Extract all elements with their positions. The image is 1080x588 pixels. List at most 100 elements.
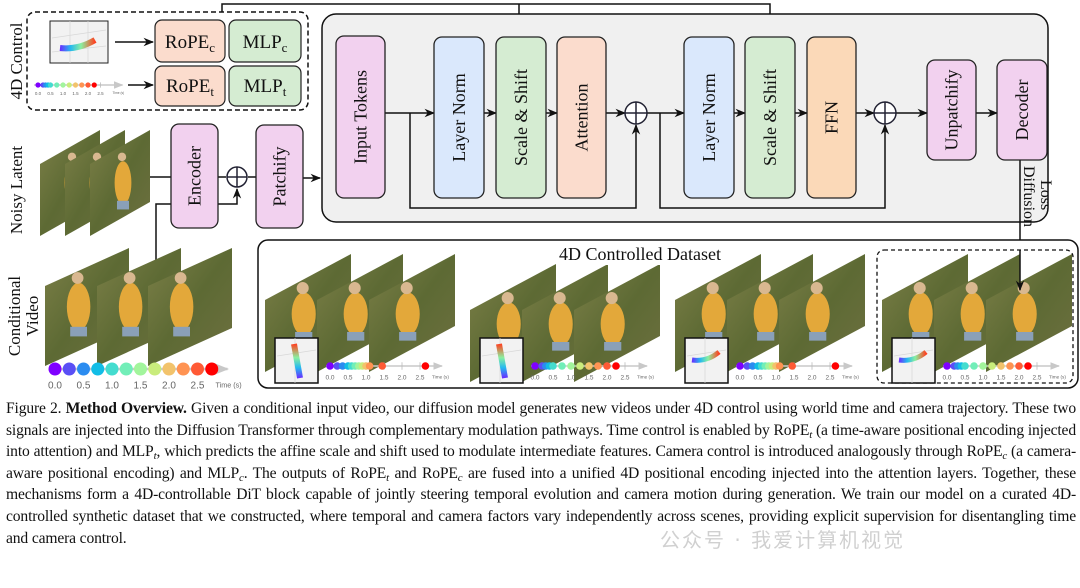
rope-c-block: RoPEc — [154, 19, 226, 63]
tick-label: 2.5 — [191, 381, 205, 392]
tick-label: 0.0 — [942, 374, 951, 381]
decoder-block: Decoder — [996, 59, 1048, 161]
time-point — [378, 362, 387, 370]
tick-label: 2.0 — [85, 91, 92, 96]
tick-label: 2.0 — [162, 381, 176, 392]
time-point — [603, 362, 611, 370]
layer-norm-block: Layer Norm — [433, 36, 485, 199]
tick-label: 0.5 — [343, 374, 352, 381]
time-point — [35, 82, 41, 88]
caption-text: , which predicts the affine scale and sh… — [156, 443, 967, 461]
tick-label: 2.5 — [415, 374, 424, 381]
video-frame — [574, 264, 660, 382]
time-point — [549, 362, 557, 370]
diffusion-loss-label: Loss — [1037, 180, 1054, 210]
dit-connections — [385, 108, 1025, 292]
time-point — [1024, 362, 1032, 370]
tick-label: 0.5 — [47, 91, 54, 96]
ffn-block: FFN — [806, 36, 857, 199]
tick-label: 1.5 — [584, 374, 593, 381]
time-point — [72, 82, 79, 88]
time-point — [567, 362, 575, 370]
caption-text: Given a conditional input video, our dif… — [6, 400, 1077, 439]
time-point — [1006, 362, 1014, 370]
time-point — [421, 362, 430, 370]
unpatchify-block-label: Unpatchify — [942, 70, 962, 151]
dataset-title: 4D Controlled Dataset — [559, 244, 721, 264]
time-point — [47, 82, 54, 88]
attention-block-label: Attention — [572, 84, 592, 152]
math-rope-t: RoPEt — [773, 421, 813, 441]
time-point — [205, 362, 219, 376]
caption-title: Method Overview. — [65, 400, 187, 417]
time-point — [326, 362, 334, 370]
svg-text:MLPc: MLPc — [243, 32, 288, 55]
tick-label: 0.0 — [35, 91, 42, 96]
time-point — [788, 362, 796, 370]
patchify-block: Patchify — [255, 124, 304, 229]
time-point — [775, 362, 784, 370]
layer-norm-block-label: Layer Norm — [699, 73, 719, 161]
video-frame — [522, 264, 608, 382]
tick-label: 2.0 — [1014, 374, 1023, 381]
time-axis-label: Time (s) — [113, 91, 125, 95]
time-point — [943, 362, 951, 370]
tick-label: 0.0 — [530, 374, 539, 381]
4d-control-label: 4D Control — [7, 22, 26, 99]
tick-label: 0.0 — [325, 374, 334, 381]
mlp-c-block: MLPc — [228, 19, 302, 63]
time-point — [997, 362, 1005, 370]
time-point — [531, 362, 539, 370]
residual-add-icon — [624, 101, 648, 125]
video-frame — [369, 254, 455, 372]
figure-label: Figure 2. — [6, 400, 62, 417]
decoder-block-label: Decoder — [1012, 80, 1032, 141]
caption-text: (a camera-aware positional encoding) and — [6, 443, 1077, 482]
time-point — [979, 362, 987, 370]
tick-label: 1.0 — [105, 381, 119, 392]
diffusion-loss-label: Diffusion — [1020, 166, 1037, 227]
tick-label: 0.0 — [48, 381, 62, 392]
math-mlp-t: MLPt — [121, 443, 157, 463]
time-point — [576, 362, 584, 370]
video-frame — [934, 254, 1020, 372]
time-point — [54, 82, 60, 88]
patchify-block-label: Patchify — [270, 147, 290, 207]
time-point — [91, 362, 105, 376]
mlp-t-block: MLPt — [228, 65, 302, 107]
time-point — [60, 82, 66, 88]
svg-text:MLPt: MLPt — [244, 76, 287, 99]
time-point — [134, 362, 147, 376]
conditional-video-label: Video — [23, 296, 42, 337]
time-point — [79, 82, 85, 88]
caption-text: . The outputs of — [243, 464, 351, 482]
time-axis-label: Time (s) — [637, 374, 654, 379]
camera-trajectory-thumbnail — [891, 337, 936, 384]
conditional-video-frames — [45, 248, 232, 366]
time-axis-label: Time (s) — [216, 381, 242, 390]
tick-label: 1.0 — [361, 374, 370, 381]
camera-trajectory-thumbnail — [49, 20, 109, 64]
tick-label: 1.0 — [60, 91, 67, 96]
tick-label: 0.0 — [735, 374, 744, 381]
time-point — [961, 362, 969, 370]
watermark: 公众号 · 我爱计算机视觉 — [660, 528, 906, 552]
tick-label: 2.0 — [807, 374, 816, 381]
latent-add-icon — [226, 166, 248, 188]
video-frame — [148, 248, 232, 366]
tick-label: 2.5 — [825, 374, 834, 381]
tick-label: 1.5 — [72, 91, 79, 96]
time-point — [365, 362, 374, 370]
time-point — [743, 362, 751, 370]
time-point — [585, 362, 593, 370]
tick-label: 1.5 — [789, 374, 798, 381]
encoder-block-label: Encoder — [185, 146, 205, 206]
camera-trajectory-thumbnail — [274, 337, 319, 384]
tick-label: 0.5 — [548, 374, 557, 381]
figure-caption: Figure 2. Method Overview. Given a condi… — [6, 398, 1076, 549]
